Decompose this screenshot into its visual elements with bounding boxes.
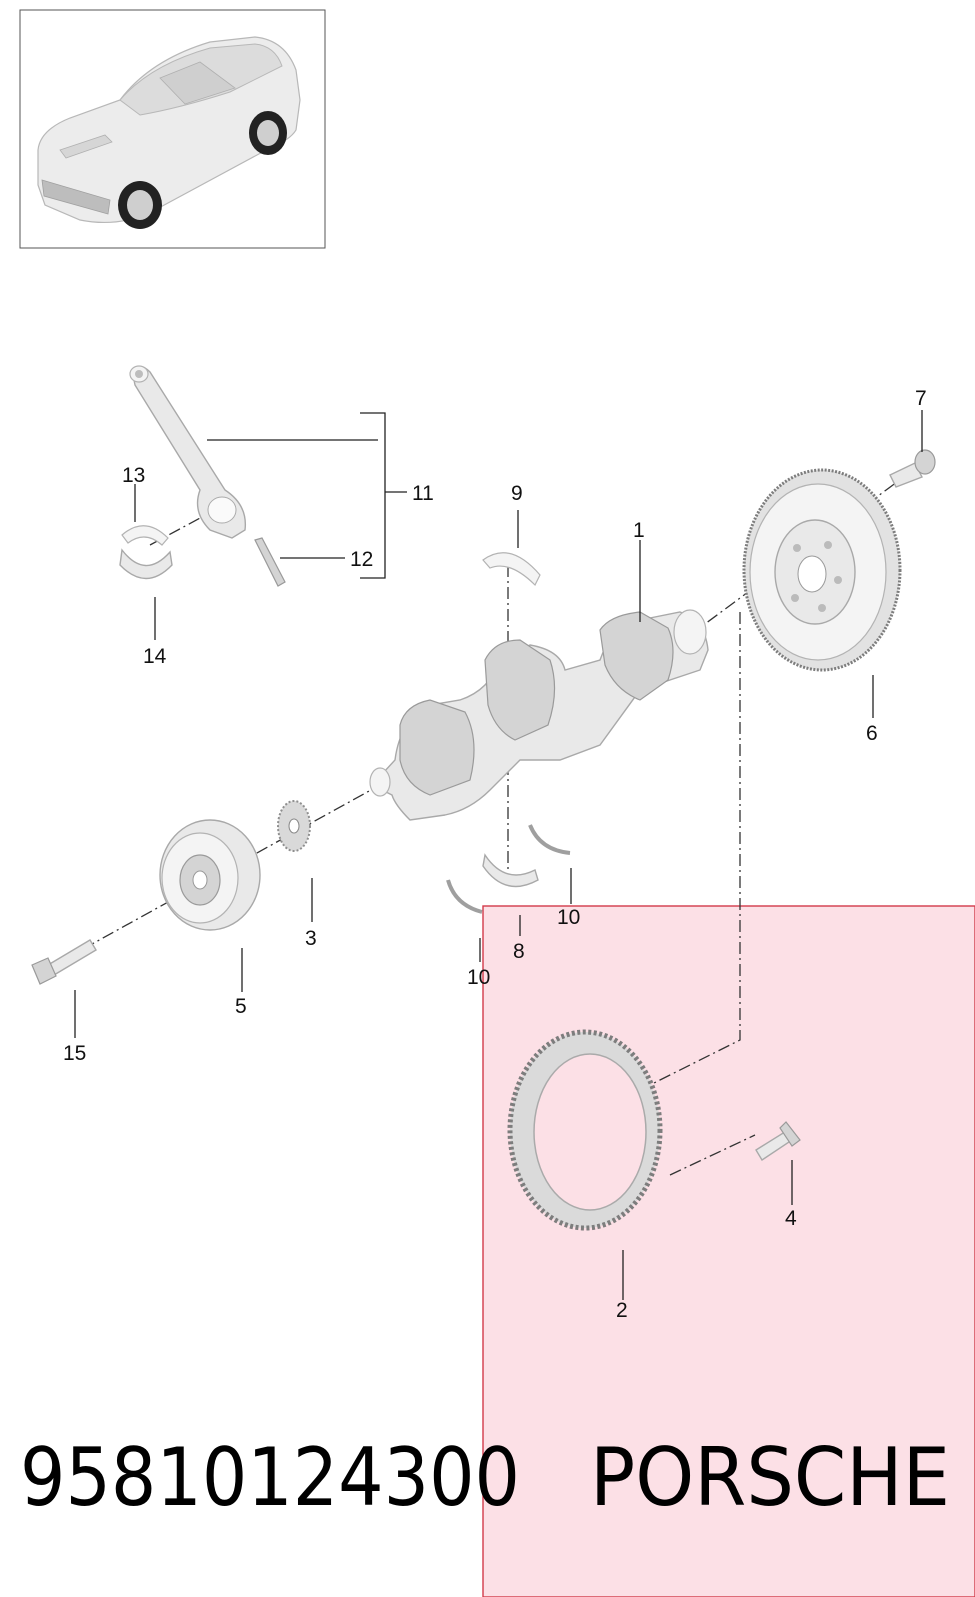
connecting-rod <box>129 365 286 587</box>
highlight-region <box>482 905 975 1597</box>
damper-bolt <box>31 939 97 985</box>
callout-8: 8 <box>513 940 525 963</box>
callout-12: 12 <box>350 548 373 571</box>
callout-labels: 1 2 3 4 5 6 7 8 9 10 10 11 12 13 14 15 <box>63 387 927 1322</box>
callout-1: 1 <box>633 519 645 542</box>
callout-10-left: 10 <box>467 966 490 989</box>
callout-14: 14 <box>143 645 167 668</box>
callout-7: 7 <box>915 387 927 410</box>
callout-13: 13 <box>122 464 145 487</box>
crankshaft <box>369 609 709 821</box>
callout-3: 3 <box>305 927 317 950</box>
rod-bearing-shells <box>119 525 173 580</box>
callout-2: 2 <box>616 1299 628 1322</box>
callout-15: 15 <box>63 1042 86 1065</box>
vibration-damper <box>159 819 261 931</box>
countersunk-screw <box>755 1121 801 1161</box>
thrust-washers <box>446 824 571 914</box>
callout-4: 4 <box>785 1207 797 1230</box>
callout-11: 11 <box>412 482 434 505</box>
callout-10-right: 10 <box>557 906 580 929</box>
main-bearing-shells <box>482 552 541 888</box>
vehicle-thumbnail <box>19 9 326 249</box>
leader-lines <box>74 410 923 1300</box>
crank-sprocket <box>277 800 311 852</box>
callout-5: 5 <box>235 995 247 1018</box>
flywheel-bolt <box>889 449 936 488</box>
flywheel <box>742 468 902 672</box>
callout-9: 9 <box>511 482 523 505</box>
trigger-wheel <box>507 1029 663 1231</box>
part-number: 95810124300 <box>20 1431 520 1524</box>
callout-6: 6 <box>866 722 878 745</box>
brand-name: PORSCHE <box>590 1431 950 1524</box>
